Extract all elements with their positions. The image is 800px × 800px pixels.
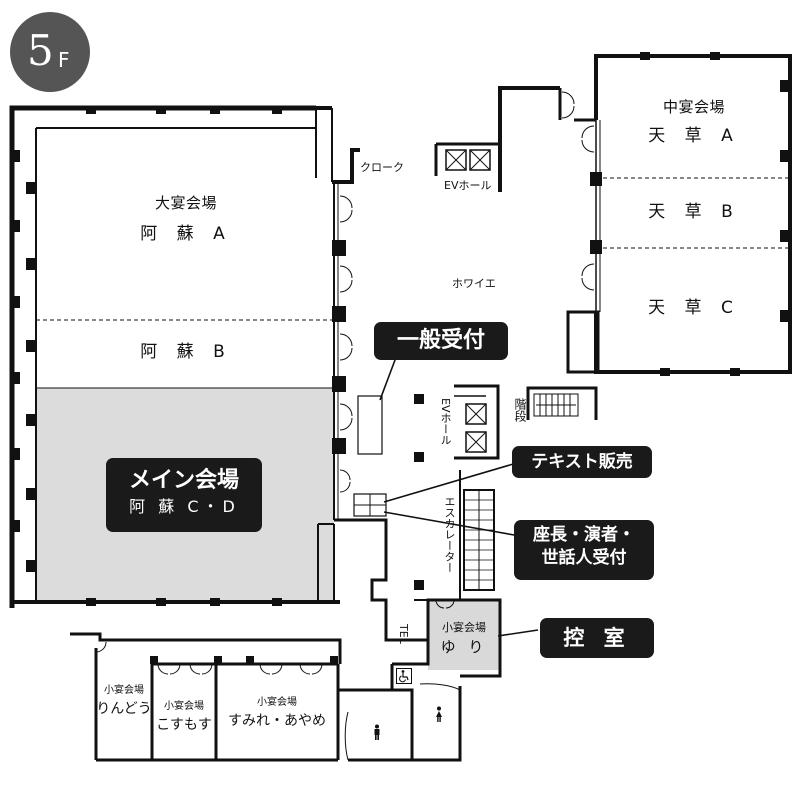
- sumire-title: 小宴会場: [257, 697, 297, 708]
- lower-pillars: [150, 656, 338, 664]
- grand-hall-doors: [339, 195, 353, 493]
- callout-leaders: [379, 351, 539, 637]
- chair-reception-callout: 座長・演者・ 世話人受付: [514, 520, 654, 580]
- foyer-label: ホワイエ: [452, 277, 496, 290]
- tel-label: TEL: [397, 624, 410, 644]
- medium-hall-doors: [561, 91, 595, 291]
- staircase: [526, 386, 598, 420]
- floor-suffix: F: [58, 48, 70, 72]
- lower-walls: [70, 598, 502, 762]
- waiting-room-callout: 控 室: [540, 618, 654, 658]
- medium-hall-pillars: [640, 52, 790, 376]
- womens-toilet-icon: [436, 706, 442, 722]
- grand-hall-pillars: [10, 106, 346, 606]
- stairs-label: 階段: [513, 398, 527, 422]
- grand-hall-walls: [9, 105, 340, 608]
- yuri-room-area: [428, 600, 500, 670]
- kosumosu-title: 小宴会場: [164, 701, 204, 712]
- rindou-title: 小宴会場: [104, 685, 144, 696]
- sumire-name: すみれ・あやめ: [228, 713, 326, 729]
- aso-b-label: 阿 蘇 B: [140, 342, 232, 362]
- foyer-walls: [317, 86, 596, 642]
- amakusa-c-label: 天 草 C: [648, 298, 740, 318]
- chair-reception-line2: 世話人受付: [541, 547, 627, 568]
- text-sales-callout: テキスト販売: [512, 446, 652, 478]
- escalator-label: エスカレーター: [443, 496, 456, 573]
- yuri-title: 小宴会場: [442, 621, 486, 634]
- yuri-name: ゆ り: [440, 638, 488, 656]
- ev-hall-top-label: EVホール: [444, 179, 492, 192]
- escalator: [459, 470, 495, 600]
- chair-reception-line1: 座長・演者・: [533, 525, 635, 545]
- amakusa-b-label: 天 草 B: [648, 202, 740, 222]
- medium-hall-walls: [566, 54, 792, 374]
- elevator-block-mid: [454, 384, 500, 460]
- main-venue-callout: メイン会場 阿 蘇 C・D: [106, 458, 262, 532]
- mens-toilet-icon: [374, 724, 380, 740]
- lower-doors: [95, 599, 455, 675]
- elevator-block-top: [445, 149, 491, 171]
- main-venue-title: メイン会場: [128, 468, 239, 493]
- reception-desk: [357, 395, 383, 455]
- floor-number: 5: [27, 26, 54, 75]
- accessible-toilet-icon: [396, 668, 412, 684]
- grand-hall-title: 大宴会場: [154, 194, 218, 212]
- general-reception-callout: 一般受付: [374, 322, 508, 360]
- floor-badge: 5 F: [10, 12, 90, 92]
- cloak-label: クローク: [360, 161, 404, 174]
- ev-hall-vertical-label: EVホール: [439, 398, 452, 446]
- aso-a-label: 阿 蘇 A: [140, 224, 232, 244]
- main-venue-sub: 阿 蘇 C・D: [129, 496, 239, 516]
- kosumosu-name: こすもす: [156, 717, 212, 733]
- medium-hall-title: 中宴会場: [662, 98, 726, 116]
- amakusa-a-label: 天 草 A: [648, 126, 740, 146]
- rindou-name: りんどう: [96, 701, 152, 717]
